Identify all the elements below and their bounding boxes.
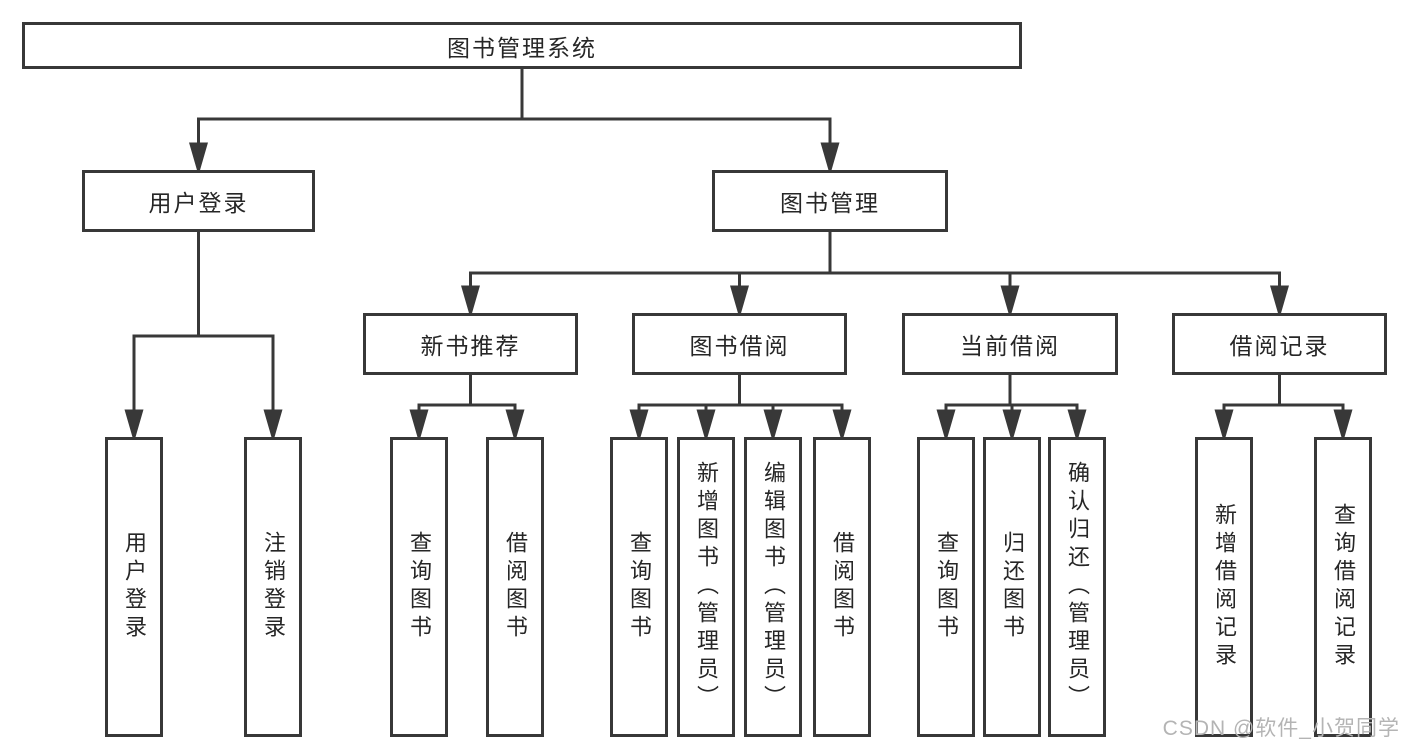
node-user-login: 用户登录 [82, 170, 315, 232]
arrowhead [730, 285, 749, 319]
arrowhead [505, 409, 525, 443]
node-current-borrowing: 当前借阅 [902, 313, 1118, 375]
node-library-system: 图书管理系统 [22, 22, 1022, 69]
arrowhead [1067, 409, 1087, 443]
node-new-book-recommend: 新书推荐 [363, 313, 578, 375]
leaf-add-books-admin: 新增图书（管理员） [677, 437, 735, 737]
arrowhead [409, 409, 429, 443]
leaf-logout: 注销登录 [244, 437, 302, 737]
leaf-query-books-current: 查询图书 [917, 437, 975, 737]
arrowhead [1270, 285, 1289, 319]
arrowhead [832, 409, 852, 443]
node-book-management: 图书管理 [712, 170, 948, 232]
arrowhead [820, 142, 840, 176]
arrowhead [629, 409, 649, 443]
leaf-edit-books-admin: 编辑图书（管理员） [744, 437, 802, 737]
leaf-confirm-return-admin: 确认归还（管理员） [1048, 437, 1106, 737]
arrowhead [1000, 285, 1020, 319]
arrowhead [461, 285, 480, 319]
node-book-borrowing: 图书借阅 [632, 313, 847, 375]
leaf-borrow-books: 借阅图书 [813, 437, 871, 737]
arrowhead [1002, 409, 1022, 443]
arrowhead [1214, 409, 1234, 443]
node-borrowing-records: 借阅记录 [1172, 313, 1387, 375]
arrowhead [1333, 409, 1353, 443]
arrowhead [124, 409, 144, 443]
leaf-user-login: 用户登录 [105, 437, 163, 737]
leaf-return-books: 归还图书 [983, 437, 1041, 737]
arrowhead [696, 409, 716, 443]
arrowhead [263, 409, 283, 443]
arrowhead [936, 409, 956, 443]
arrowhead [763, 409, 783, 443]
watermark-text: CSDN @软件_小贺同学 [1162, 717, 1400, 740]
leaf-query-borrow-record: 查询借阅记录 [1314, 437, 1372, 737]
leaf-borrow-books-recommend: 借阅图书 [486, 437, 544, 737]
arrowhead [189, 142, 208, 176]
leaf-add-borrow-record: 新增借阅记录 [1195, 437, 1253, 737]
leaf-query-books-borrow: 查询图书 [610, 437, 668, 737]
leaf-query-books-recommend: 查询图书 [390, 437, 448, 737]
